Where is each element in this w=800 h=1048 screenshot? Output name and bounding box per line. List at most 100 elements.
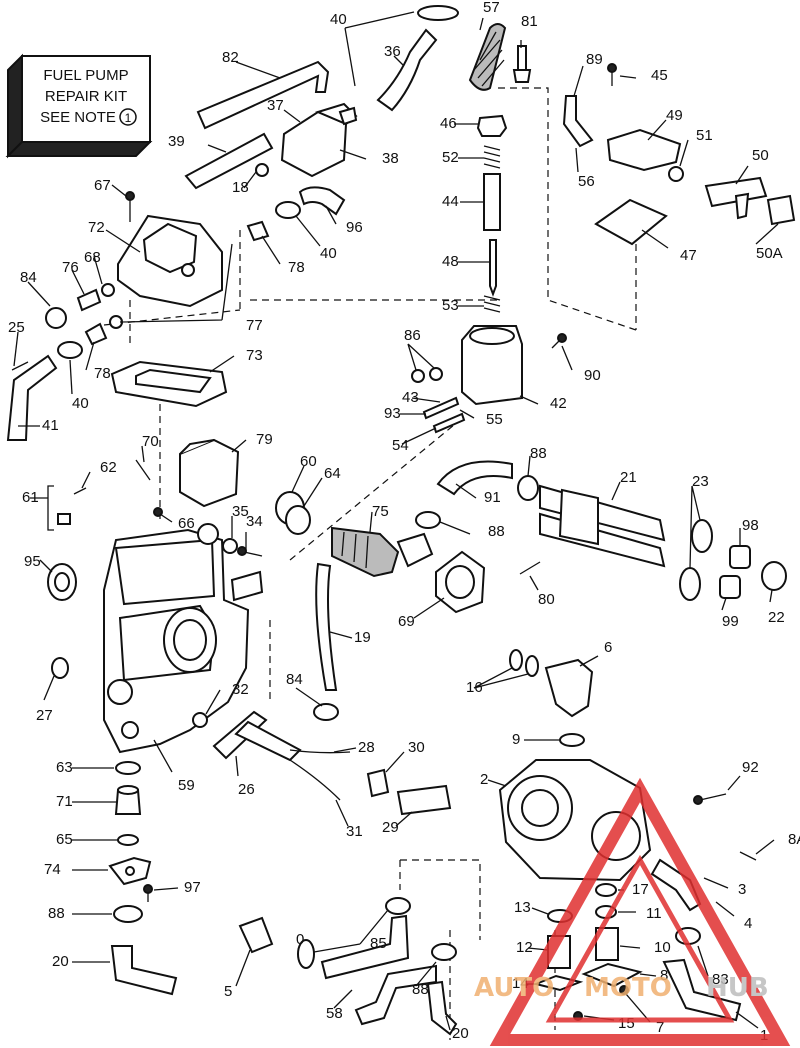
callout-label: 97 (184, 879, 201, 896)
callout-label: 3 (738, 881, 746, 898)
callout-label: 30 (408, 739, 425, 756)
callout-label: 18 (232, 179, 249, 196)
callout-label: 19 (354, 629, 371, 646)
callout-label: 11 (646, 905, 662, 922)
callout-label: 8A (788, 831, 800, 848)
callout-label: 61 (22, 489, 39, 506)
callout-label: 67 (94, 177, 111, 194)
clamp-22 (761, 561, 787, 591)
callout-label: 92 (742, 759, 759, 776)
screw-92 (699, 793, 727, 801)
ring-17 (595, 883, 617, 897)
callout-label: 88 (412, 981, 429, 998)
note-line-3: SEE NOTE (40, 109, 116, 126)
spring-53 (483, 295, 501, 313)
callout-label: 16 (466, 679, 483, 696)
fitting-81 (512, 45, 532, 83)
hose-20-b (426, 980, 458, 1036)
callout-label: 0 (296, 931, 304, 948)
clamp-84-b (313, 703, 339, 721)
hose-39 (184, 132, 274, 190)
ring-64 (285, 505, 311, 535)
callout-label: 80 (538, 591, 555, 608)
screw-34 (243, 551, 263, 557)
clip-8A (739, 851, 757, 861)
callout-label: 78 (288, 259, 305, 276)
filter-57 (468, 23, 507, 91)
connector-29 (396, 784, 452, 816)
screw-62 (73, 487, 87, 495)
callout-label: 25 (8, 319, 25, 336)
note-line-1: FUEL PUMP (43, 67, 128, 84)
watermark-triangle-icon (489, 777, 791, 1046)
hose-82 (196, 60, 330, 130)
callout-label: 65 (56, 831, 73, 848)
hose-85 (320, 914, 410, 980)
callout-label: 27 (36, 707, 53, 724)
hose-93 (6, 354, 58, 441)
vapor-separator-41 (461, 325, 523, 406)
clip-27 (51, 657, 69, 679)
callout-label: 88 (48, 905, 65, 922)
screw-7 (619, 985, 629, 995)
plate-8 (581, 962, 643, 988)
callout-label: 89 (586, 51, 603, 68)
callout-label: 93 (384, 405, 401, 422)
callout-label: 58 (326, 1005, 343, 1022)
screw-80 (519, 561, 541, 575)
fitting-5 (238, 916, 274, 954)
callout-label: 26 (238, 781, 255, 798)
fitting-76 (76, 288, 102, 312)
hose-91 (436, 460, 513, 496)
callout-label: 78 (94, 365, 111, 382)
connector-30 (366, 768, 390, 798)
parts (6, 5, 796, 1036)
tube-44 (483, 173, 501, 231)
ring-68 (101, 283, 115, 297)
callout-label: 90 (584, 367, 601, 384)
clamp-23-a (691, 519, 713, 553)
pin-42 (422, 396, 460, 420)
clamp-88-b (415, 511, 441, 529)
callout-label: 84 (20, 269, 37, 286)
wires-28-31 (289, 749, 351, 801)
fuel-pump-38 (280, 110, 348, 178)
callout-label: 79 (256, 431, 273, 448)
callout-label: 9 (512, 731, 520, 748)
ring-51 (668, 166, 684, 182)
elbow-96 (298, 186, 346, 216)
note-line-2: REPAIR KIT (45, 88, 127, 105)
ring-16-a (509, 649, 523, 671)
callout-label: 38 (382, 150, 399, 167)
callout-label: 85 (370, 935, 387, 952)
callout-label: 69 (398, 613, 415, 630)
ring-16-b (525, 655, 539, 677)
washer-35 (222, 538, 238, 554)
callout-label: 64 (324, 465, 341, 482)
callout-label: 12 (516, 939, 533, 956)
callout-label: 88 (488, 523, 505, 540)
ring-0 (297, 939, 315, 969)
callout-label: 20 (452, 1025, 469, 1042)
callout-label: 76 (62, 259, 79, 276)
ring-18 (255, 163, 269, 177)
callout-label: 83 (712, 971, 729, 988)
callout-label: 48 (442, 253, 459, 270)
callout-label: 22 (768, 609, 785, 626)
callout-label: 73 (246, 347, 263, 364)
callout-label: 21 (620, 469, 637, 486)
callout-label: 35 (232, 503, 249, 520)
ring-86-b (429, 367, 443, 381)
clamp-88-c (113, 905, 143, 923)
clamp-40-top (417, 5, 459, 21)
callout-label: 13 (514, 899, 531, 916)
callout-label: 63 (56, 759, 73, 776)
coupler-99 (719, 575, 741, 599)
callout-label: 55 (486, 411, 503, 428)
callout-label: 57 (483, 0, 500, 16)
callout-label: 10 (654, 939, 671, 956)
callout-label: 46 (440, 115, 457, 132)
callout-label: 75 (372, 503, 389, 520)
